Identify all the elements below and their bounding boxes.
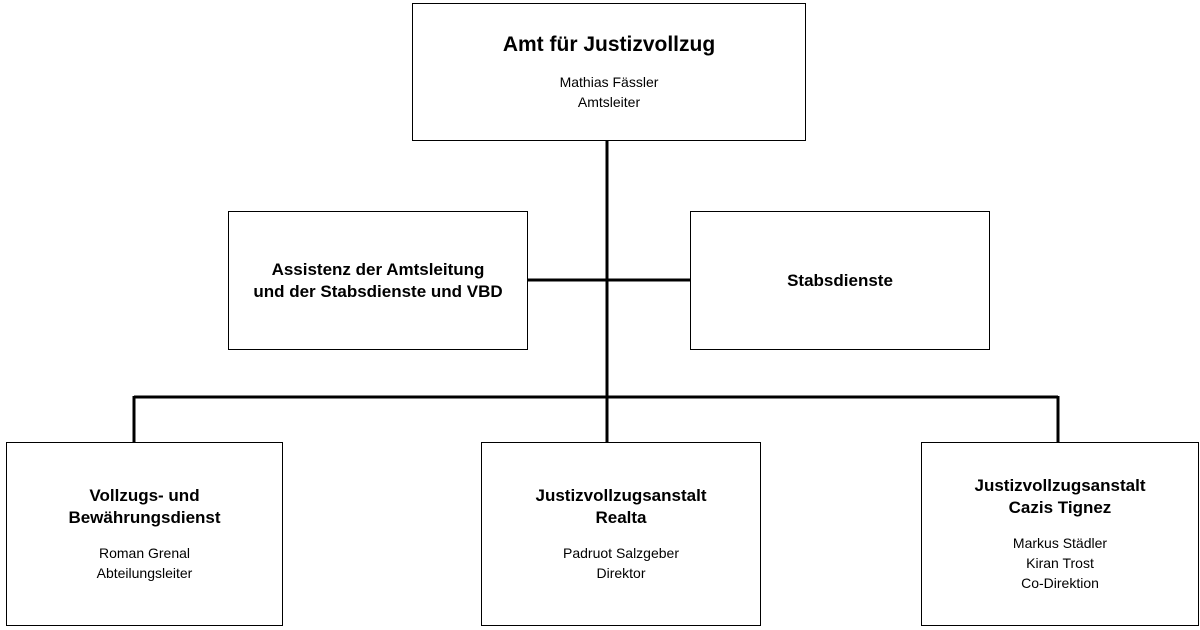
realta-title: Justizvollzugsanstalt Realta (536, 485, 707, 529)
realta-details: Padruot Salzgeber Direktor (563, 543, 679, 583)
realta-title-line-1: Justizvollzugsanstalt (535, 486, 707, 505)
assistenz-title: Assistenz der Amtsleitung und der Stabsd… (253, 259, 502, 303)
amt-person: Mathias Fässler (559, 74, 659, 90)
realta-role: Direktor (596, 565, 646, 581)
cazis-role: Co-Direktion (1021, 575, 1099, 591)
assistenz-box: Assistenz der Amtsleitung und der Stabsd… (228, 211, 528, 350)
vollzug-role: Abteilungsleiter (96, 565, 193, 581)
amt-details: Mathias Fässler Amtsleiter (560, 72, 659, 112)
cazis-person-2: Kiran Trost (1026, 555, 1094, 571)
stabsdienste-title: Stabsdienste (787, 270, 893, 290)
amt-role: Amtsleiter (577, 94, 641, 110)
realta-title-line-2: Realta (595, 508, 647, 527)
vollzug-title-line-2: Bewährungsdienst (68, 508, 221, 527)
cazis-details: Markus Städler Kiran Trost Co-Direktion (1013, 533, 1107, 593)
assistenz-title-line-2: und der Stabsdienste und VBD (253, 281, 503, 301)
assistenz-title-line-1: Assistenz der Amtsleitung (271, 259, 485, 279)
cazis-person-1: Markus Städler (1012, 535, 1108, 551)
stabsdienste-box: Stabsdienste (690, 211, 990, 350)
vollzug-title-line-1: Vollzugs- und (89, 486, 200, 505)
vollzug-person: Roman Grenal (98, 545, 191, 561)
amt-title: Amt für Justizvollzug (502, 33, 716, 56)
realta-box: Justizvollzugsanstalt Realta Padruot Sal… (481, 442, 761, 626)
realta-person: Padruot Salzgeber (563, 545, 679, 561)
cazis-title: Justizvollzugsanstalt Cazis Tignez (975, 475, 1146, 519)
amt-box: Amt für Justizvollzug Mathias Fässler Am… (412, 3, 806, 141)
cazis-box: Justizvollzugsanstalt Cazis Tignez Marku… (921, 442, 1199, 626)
cazis-title-line-1: Justizvollzugsanstalt (974, 476, 1146, 495)
cazis-title-line-2: Cazis Tignez (1008, 498, 1112, 517)
vollzug-box: Vollzugs- und Bewährungsdienst Roman Gre… (6, 442, 283, 626)
vollzug-details: Roman Grenal Abteilungsleiter (97, 543, 193, 583)
vollzug-title: Vollzugs- und Bewährungsdienst (68, 485, 220, 529)
